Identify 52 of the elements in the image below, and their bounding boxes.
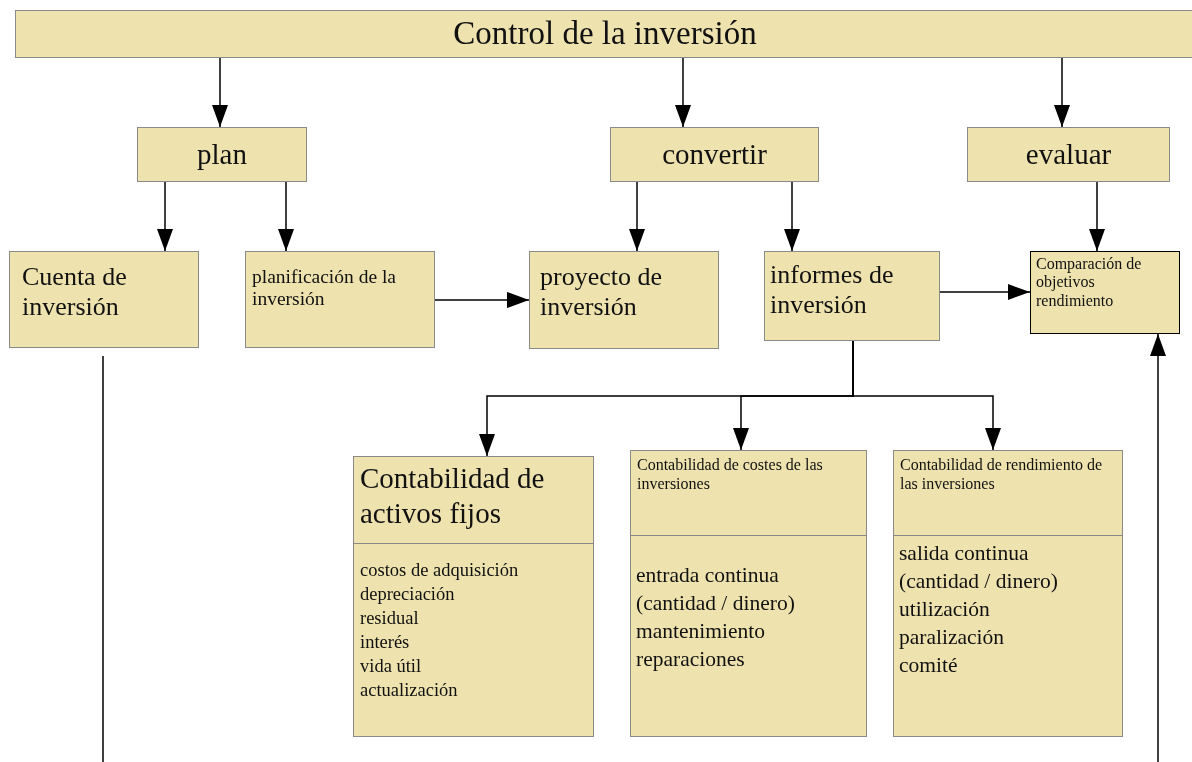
- arrow: [629, 181, 645, 252]
- box-label: Comparación de objetivos rendimiento: [1036, 255, 1143, 311]
- list-item: (cantidad / dinero): [899, 567, 1059, 595]
- list-item: residual: [360, 607, 420, 631]
- arrow: [675, 57, 691, 128]
- list-item: salida continua: [899, 540, 1030, 567]
- connector-line: [102, 355, 104, 762]
- list-item: (cantidad / dinero): [636, 589, 796, 617]
- list-item: comité: [899, 651, 959, 679]
- process-box: [764, 251, 940, 341]
- box-label: plan: [197, 137, 247, 172]
- list-item: actualización: [360, 679, 459, 703]
- process-box: [137, 127, 307, 182]
- box-label: planificación de la inversión: [252, 266, 397, 311]
- process-box: [245, 251, 435, 348]
- title-banner: [15, 10, 1192, 58]
- arrow: [157, 181, 173, 252]
- category-card: [353, 456, 594, 737]
- arrow: [784, 181, 800, 252]
- card-heading: Contabilidad de costes de las inversiones: [631, 451, 866, 536]
- list-item: reparaciones: [636, 645, 746, 673]
- list-item: vida útil: [360, 655, 423, 679]
- list-item: paralización: [899, 623, 1006, 651]
- list-item: interés: [360, 631, 411, 655]
- list-item: entrada continua: [636, 562, 780, 589]
- box-label: Cuenta de inversión: [22, 262, 128, 322]
- arrow: [434, 292, 530, 308]
- process-box: [529, 251, 719, 349]
- list-item: depreciación: [360, 583, 456, 607]
- arrow: [1089, 181, 1105, 252]
- list-item: utilización: [899, 595, 991, 623]
- category-card: [630, 450, 867, 737]
- process-box: [610, 127, 819, 182]
- process-box: [9, 251, 199, 348]
- card-heading: Contabilidad de activos fijos: [354, 457, 593, 544]
- arrow: [939, 284, 1031, 300]
- box-label: convertir: [662, 137, 767, 172]
- box-label: Control de la inversión: [453, 15, 757, 53]
- process-box: [967, 127, 1170, 182]
- arrow: [1054, 57, 1070, 128]
- arrow: [852, 340, 1001, 451]
- box-label: proyecto de inversión: [540, 262, 663, 322]
- process-box: [1030, 251, 1180, 334]
- category-card: [893, 450, 1123, 737]
- list-item: mantenimiento: [636, 617, 766, 645]
- arrow: [212, 57, 228, 128]
- box-label: informes de inversión: [770, 260, 895, 320]
- list-item: costos de adquisición: [360, 559, 520, 582]
- arrow: [1150, 333, 1166, 762]
- arrow: [278, 181, 294, 252]
- box-label: evaluar: [1025, 137, 1112, 172]
- card-heading: Contabilidad de rendimiento de las inversiones: [894, 451, 1122, 536]
